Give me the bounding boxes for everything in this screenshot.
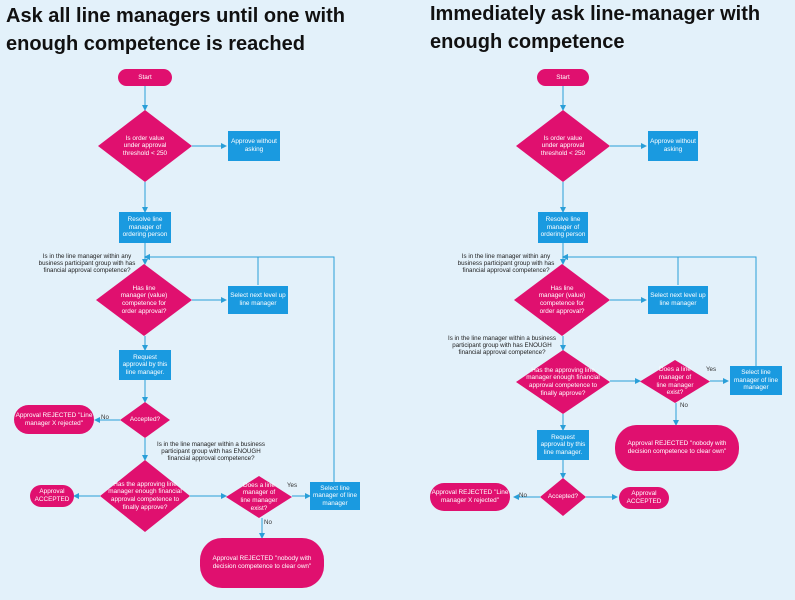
right-title-line1: Immediately ask line-manager with bbox=[430, 3, 761, 25]
left-request-node: Request approval by this line manager. bbox=[119, 350, 171, 380]
right-note-participant: Is in the line manager within any busine… bbox=[457, 253, 555, 275]
left-competence-label: Has line manager (value) competence for … bbox=[120, 284, 168, 315]
left-resolve-node: Resolve line manager of ordering person bbox=[119, 212, 171, 243]
diamond-shape bbox=[640, 360, 710, 403]
diamond-shape bbox=[516, 350, 610, 414]
right-no-label: No bbox=[519, 492, 527, 499]
right-threshold-label: Is order value under approval threshold … bbox=[540, 134, 586, 157]
left-rejected-none-node: Approval REJECTED "nobody with decision … bbox=[200, 538, 324, 588]
right-accepted-label: Accepted? bbox=[547, 493, 579, 501]
left-exist-decision: Does a line manager of line manager exis… bbox=[226, 476, 292, 518]
diamond-shape bbox=[98, 110, 192, 182]
diamond-shape bbox=[540, 478, 586, 516]
diamond-shape bbox=[96, 264, 192, 336]
right-enough-label: Has the approving line manager enough fi… bbox=[526, 366, 600, 397]
right-exist-decision: Does a line manager of line manager exis… bbox=[640, 360, 710, 403]
left-accepted-decision: Accepted? bbox=[120, 402, 170, 438]
right-accepted-decision: Accepted? bbox=[540, 478, 586, 516]
right-rejected-none-node: Approval REJECTED "nobody with decision … bbox=[615, 425, 739, 471]
right-enough-decision: Has the approving line manager enough fi… bbox=[516, 350, 610, 414]
right-select-next-top-node: Select next level up line manager bbox=[648, 286, 708, 314]
left-title: Ask all line managers until one with eno… bbox=[6, 2, 345, 58]
left-rejected-lm-node: Approval REJECTED "Line manager X reject… bbox=[14, 405, 94, 434]
right-competence-decision: Has line manager (value) competence for … bbox=[514, 264, 610, 336]
left-threshold-label: Is order value under approval threshold … bbox=[122, 134, 168, 157]
left-note-enough: Is in the line manager within a business… bbox=[157, 441, 265, 463]
left-enough-decision: Has the approving line manager enough fi… bbox=[100, 460, 190, 532]
diamond-shape bbox=[514, 264, 610, 336]
left-title-line2: enough competence is reached bbox=[6, 33, 305, 55]
diamond-shape bbox=[516, 110, 610, 182]
right-competence-label: Has line manager (value) competence for … bbox=[538, 284, 586, 315]
left-accepted-label: Accepted? bbox=[129, 416, 161, 424]
diamond-shape bbox=[120, 402, 170, 438]
left-enough-label: Has the approving line manager enough fi… bbox=[108, 480, 182, 511]
left-start-node: Start bbox=[118, 69, 172, 86]
left-note-participant: Is in the line manager within any busine… bbox=[38, 253, 136, 275]
right-start-node: Start bbox=[537, 69, 589, 86]
left-select-next-right-node: Select line manager of line manager bbox=[310, 482, 360, 510]
right-resolve-node: Resolve line manager of ordering person bbox=[538, 212, 588, 243]
right-note-enough: Is in the line manager within a business… bbox=[448, 335, 556, 357]
right-yes-label: Yes bbox=[706, 366, 717, 373]
right-rejected-lm-node: Approval REJECTED "Line manager X reject… bbox=[430, 483, 510, 511]
left-threshold-decision: Is order value under approval threshold … bbox=[98, 110, 192, 182]
left-no-label-1: No bbox=[101, 414, 109, 421]
left-select-next-top-node: Select next level up line manager bbox=[228, 286, 288, 314]
left-yes-label: Yes bbox=[287, 482, 298, 489]
left-competence-decision: Has line manager (value) competence for … bbox=[96, 264, 192, 336]
left-accepted-final-node: Approval ACCEPTED bbox=[30, 485, 74, 507]
right-approve-without-node: Approve without asking bbox=[648, 131, 698, 161]
left-exist-label: Does a line manager of line manager exis… bbox=[240, 481, 278, 512]
right-exist-label: Does a line manager of line manager exis… bbox=[656, 366, 694, 397]
right-threshold-decision: Is order value under approval threshold … bbox=[516, 110, 610, 182]
right-title: Immediately ask line-manager with enough… bbox=[430, 0, 760, 56]
left-approve-without-node: Approve without asking bbox=[228, 131, 280, 161]
right-no-exist-label: No bbox=[680, 402, 688, 409]
diamond-shape bbox=[226, 476, 292, 518]
right-accepted-final-node: Approval ACCEPTED bbox=[619, 487, 669, 509]
right-request-node: Request approval by this line manager. bbox=[537, 430, 589, 460]
diamond-shape bbox=[100, 460, 190, 532]
right-select-lm-node: Select line manager of line manager bbox=[730, 366, 782, 395]
left-no-label-2: No bbox=[264, 519, 272, 526]
right-title-line2: enough competence bbox=[430, 31, 625, 53]
left-title-line1: Ask all line managers until one with bbox=[6, 5, 345, 27]
